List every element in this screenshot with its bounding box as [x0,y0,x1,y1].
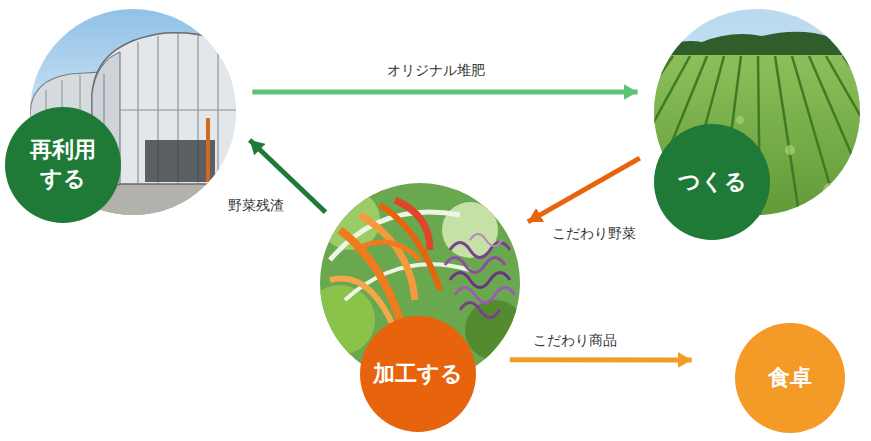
flow-arrow [528,158,640,222]
salad-photo [330,279,395,330]
node-label: 再利用 する [27,136,99,193]
field-photo [826,56,871,220]
node-label: 加工する [373,360,463,389]
table-node: 食卓 [735,323,845,433]
salad-photo [395,200,430,250]
flow-arrow [252,90,637,95]
salad-photo [460,303,500,318]
field-photo [860,56,871,220]
greenhouse-photo [218,38,219,184]
salad-photo [305,285,375,355]
node-label: つくる [678,168,747,197]
edge-label: 野菜残渣 [225,196,287,214]
greenhouse-photo [145,140,215,182]
grow-node: つくる [654,9,860,215]
process-node: 加工する [320,183,520,383]
salad-photo [455,288,515,303]
field-photo [785,145,795,155]
salad-photo [445,258,505,273]
salad-photo [465,300,525,360]
flow-arrow [510,357,692,362]
node-label: 食卓 [768,364,812,393]
field-photo [823,183,837,197]
salad-photo [450,243,510,258]
label-circle: つくる [654,124,770,240]
edge-label: こだわり野菜 [549,224,639,242]
field-photo [843,56,871,220]
field-photo [560,8,871,220]
label-circle: 加工する [360,316,476,432]
label-circle: 再利用 する [5,107,121,223]
edge-label: オリジナル堆肥 [384,61,488,79]
edge-label: こだわり商品 [530,331,620,349]
field-photo [792,56,840,220]
field-photo [775,56,800,220]
greenhouse-photo [120,110,240,111]
reuse-node: 再利用 する [30,9,236,215]
salad-photo [470,234,502,246]
greenhouse-photo [206,118,210,182]
salad-photo [450,273,510,288]
salad-photo [355,242,420,260]
greenhouse-photo [138,42,139,184]
field-photo [736,116,744,124]
